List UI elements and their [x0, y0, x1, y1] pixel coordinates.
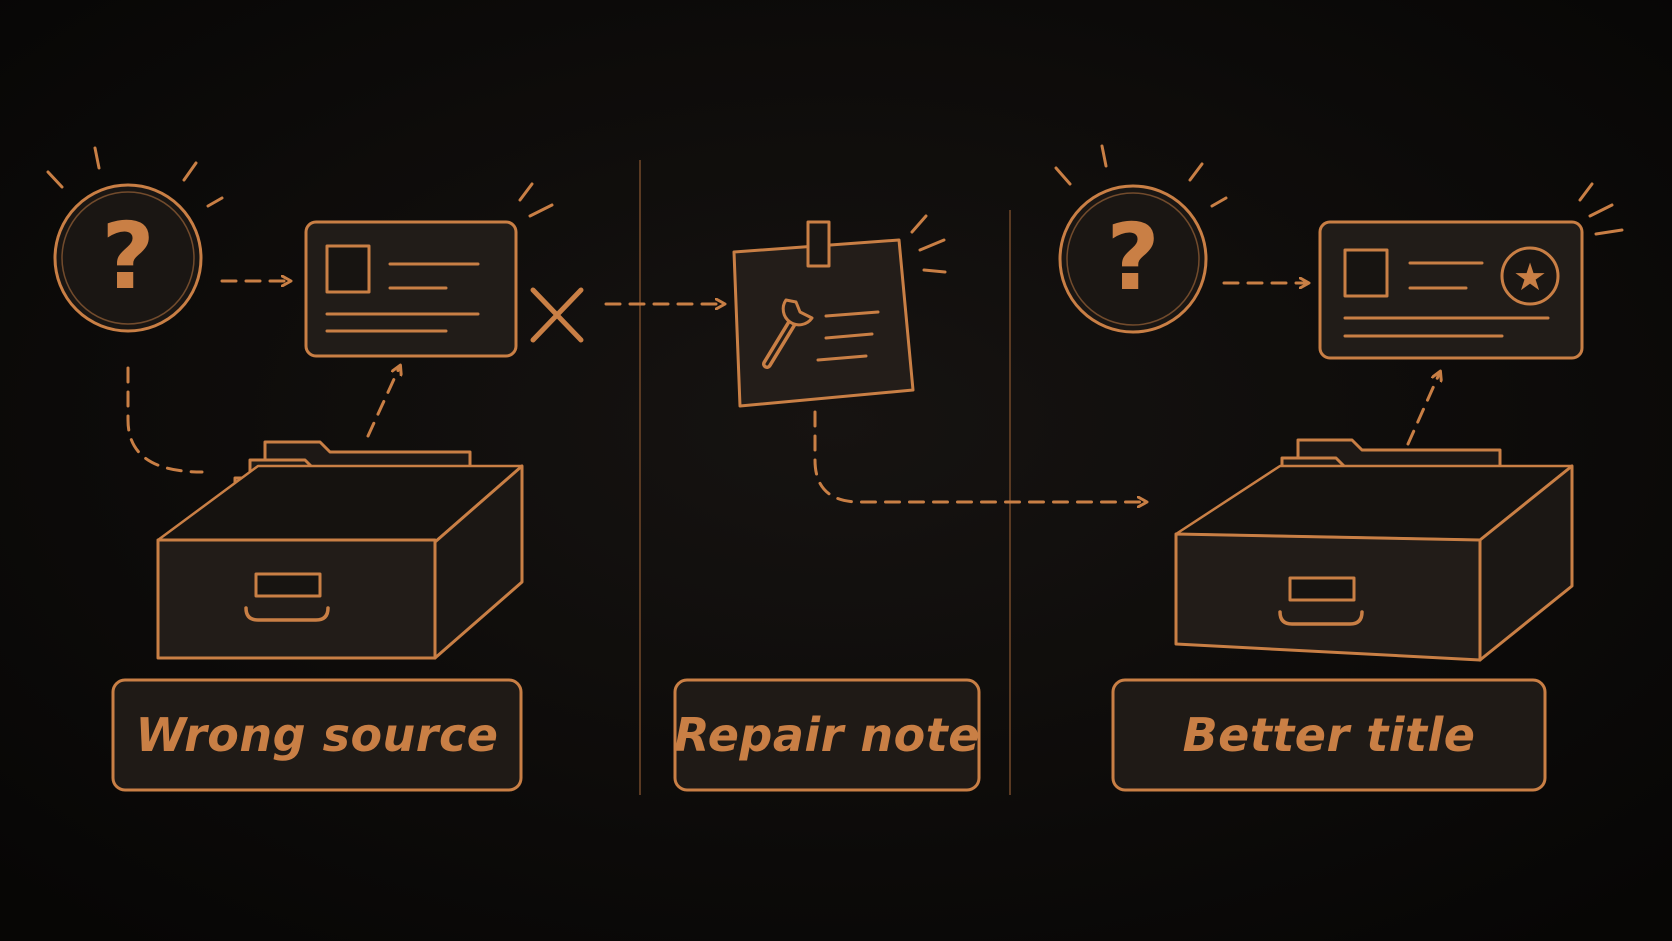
note-clip [806, 220, 831, 268]
reject-x-icon [530, 287, 584, 343]
card-thumbnail-2 [1343, 248, 1389, 298]
file-drawer-icon-2 [1174, 438, 1574, 662]
result-card-2: ★ [1318, 220, 1584, 360]
spark-lines-1 [46, 146, 224, 208]
drawer-handle-1 [244, 606, 330, 622]
arrow-question-to-drawer-1 [126, 366, 204, 474]
wrench-icon [762, 298, 814, 369]
file-drawer-icon-1 [156, 440, 524, 660]
star-badge-icon: ★ [1500, 246, 1560, 306]
question-icon-1: ? [53, 183, 203, 333]
drawer-handle-2 [1278, 610, 1364, 626]
drawer-label-slot-1 [254, 572, 322, 598]
label-repair-note: Repair note [674, 708, 980, 762]
spark-lines-2 [1054, 144, 1228, 208]
label-box-1 [111, 678, 523, 792]
card-thumbnail-1 [325, 244, 371, 294]
label-box-3 [1111, 678, 1547, 792]
label-box-2 [673, 678, 981, 792]
label-wrong-source: Wrong source [136, 708, 499, 762]
question-mark-glyph-1: ? [101, 203, 154, 310]
result-card-1 [304, 220, 518, 358]
spark-lines-card-2 [1578, 182, 1624, 236]
arrow-drawer-to-card-2 [1406, 372, 1440, 446]
spark-lines-card-1 [518, 182, 554, 218]
spark-lines-note [910, 214, 947, 274]
star-glyph: ★ [1513, 255, 1547, 299]
arrow-note-to-drawer-2 [813, 410, 1146, 502]
question-mark-glyph-2: ? [1106, 204, 1159, 311]
repair-note-icon [732, 220, 915, 408]
arrow-drawer-to-card-1 [366, 366, 400, 438]
label-better-title: Better title [1183, 708, 1476, 762]
question-icon-2: ? [1058, 184, 1208, 334]
drawer-label-slot-2 [1288, 576, 1356, 602]
